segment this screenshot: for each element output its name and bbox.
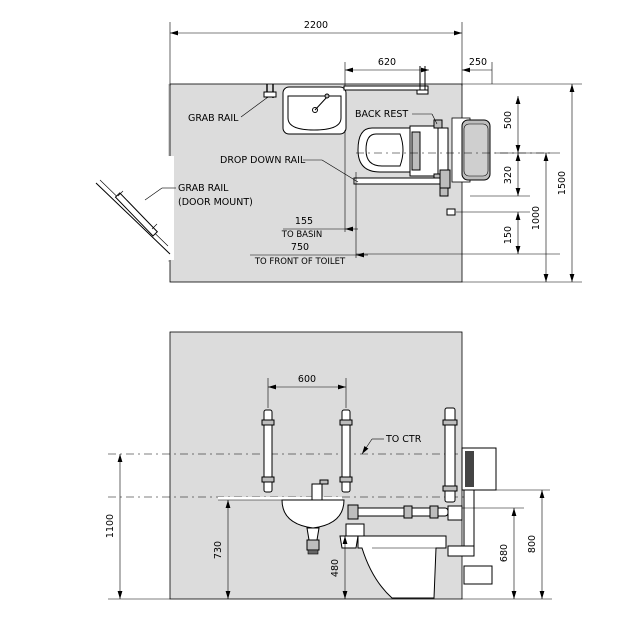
svg-text:BACK REST: BACK REST [355,109,408,120]
dim-right-vertical: 500 320 150 1000 1500 [356,83,582,283]
label-grab-rail: GRAB RAIL [188,96,269,124]
svg-text:GRAB RAIL: GRAB RAIL [178,183,229,194]
label-to-basin: TO BASIN [281,230,323,240]
door-leaf [95,182,171,255]
label-to-front-of-toilet: TO FRONT OF TOILET [254,257,346,267]
dim-text-480: 480 [330,559,341,577]
dim-text-250: 250 [469,57,487,68]
dim-text-1500: 1500 [557,171,568,195]
dim-overall-width: 2200 [169,20,463,86]
dim-text-500: 500 [503,111,514,129]
dim-pan-height: 480 [330,536,348,599]
label-door-grab-rail: GRAB RAIL (DOOR MOUNT) [144,183,253,208]
elev-drop-down-rail [347,504,463,521]
dim-rail-height: 680 [462,507,524,599]
elev-grab-rail-right [339,409,353,493]
svg-text:DROP DOWN RAIL: DROP DOWN RAIL [220,155,306,166]
elev-back-rest-box [461,447,550,491]
dim-text-600: 600 [298,374,316,385]
elev-grab-rail-left [261,409,275,493]
plan-back-rest [451,117,491,183]
dim-centre-height: 1100 [105,454,170,600]
dim-text-620: 620 [378,57,396,68]
dim-text-680: 680 [499,544,510,562]
dim-text-1100: 1100 [105,514,116,538]
plan-grab-rail [263,84,277,98]
svg-text:GRAB RAIL: GRAB RAIL [188,113,239,124]
elev-toilet [339,523,447,599]
door-grab-rail [95,179,171,255]
door-rail-bar [114,192,159,237]
dim-text-1000: 1000 [531,206,542,230]
dim-text-750: 750 [291,242,309,253]
label-to-ctr: TO CTR [361,434,422,455]
dim-text-800: 800 [527,535,538,553]
basin-trap [306,527,320,541]
plan-basin [282,86,347,135]
plan-toilet [357,119,449,183]
dim-text-320: 320 [503,166,514,184]
dim-to-front-of-toilet: 750 TO FRONT OF TOILET [250,242,368,267]
plan-view: 2200 620 250 500 320 150 [95,20,582,283]
svg-text:TO CTR: TO CTR [385,434,422,445]
dim-backrest-top: 800 [462,490,552,600]
plan-fitting-2 [446,208,456,216]
label-back-rest: BACK REST [355,109,438,125]
dim-text-730: 730 [213,541,224,559]
dim-toilet-zone: 620 250 [344,57,493,86]
dim-text-2200: 2200 [304,20,328,31]
basin-tap [311,483,323,501]
dim-basin-height: 730 [213,499,282,599]
elevation-view: 600 1100 730 480 680 800 [105,331,552,600]
plan-fitting-1 [439,187,449,197]
label-drop-down-rail: DROP DOWN RAIL [220,155,359,183]
door-opening [166,156,174,260]
dim-text-150: 150 [503,226,514,244]
elev-basin [218,479,345,555]
dim-rail-spacing: 600 [267,374,347,408]
elev-back-rest-rail [442,407,458,503]
svg-text:(DOOR MOUNT): (DOOR MOUNT) [178,197,253,208]
dim-text-155: 155 [295,216,313,227]
elev-flush-pipe [447,489,493,585]
